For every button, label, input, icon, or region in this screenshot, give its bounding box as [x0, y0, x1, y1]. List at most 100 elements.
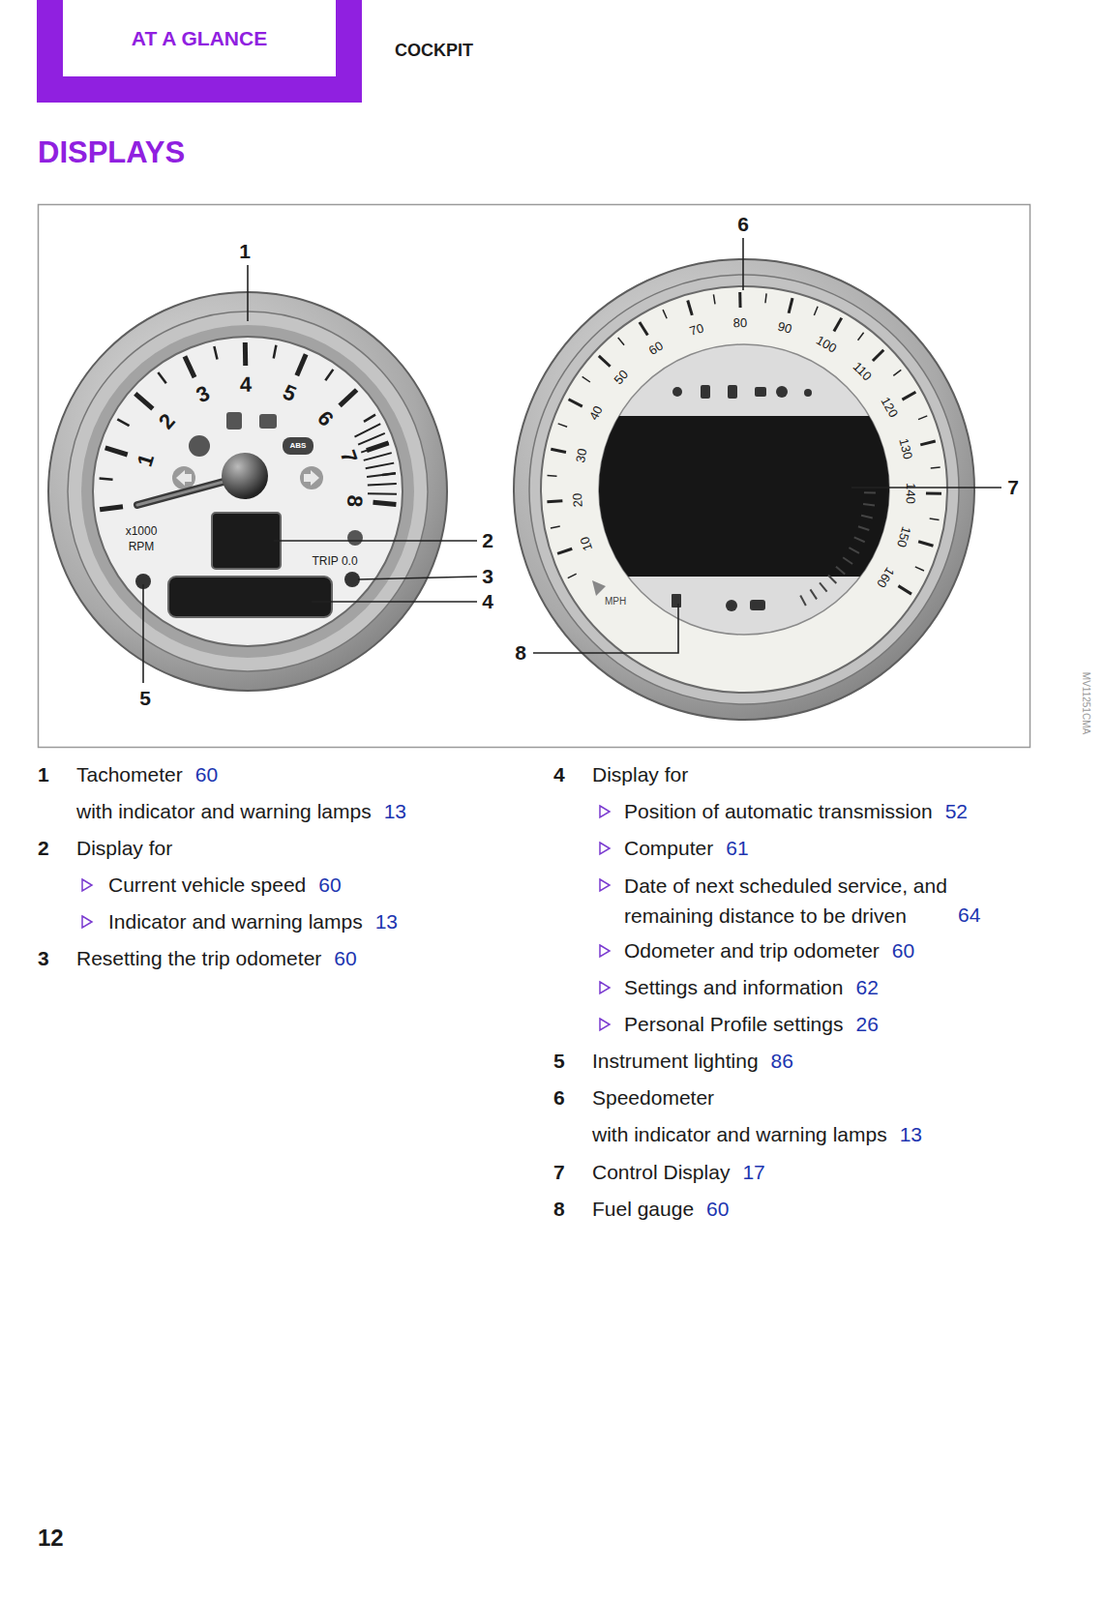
fuel-tick: [864, 491, 876, 494]
callout-number: 6: [737, 211, 749, 237]
fuel-tick: [861, 515, 873, 519]
redline-tick: [363, 452, 392, 461]
page-title: DISPLAYS: [37, 134, 185, 171]
speed-tick: [929, 518, 940, 521]
page-ref: 13: [384, 799, 407, 824]
redline-tick: [367, 492, 397, 496]
page-ref: 13: [899, 1122, 923, 1147]
speed-tick: [925, 491, 942, 495]
header-tab-box: AT A GLANCE: [62, 0, 336, 77]
header-tab: [36, 0, 362, 103]
redline-tick: [366, 473, 396, 478]
callout-number: 7: [1007, 475, 1019, 500]
speed-tick: [765, 293, 767, 303]
speed-tick: [558, 423, 568, 427]
speed-tick: [813, 306, 818, 316]
fuel-tick: [842, 557, 853, 565]
fuel-tick: [854, 537, 866, 542]
fuel-tick: [848, 547, 859, 554]
item-text: Tachometer: [76, 762, 183, 787]
fuel-tick: [828, 574, 837, 584]
tach-tick: [99, 507, 123, 510]
item-text: Indicator and warning lamps: [108, 909, 363, 934]
item-text: Control Display: [592, 1160, 730, 1185]
item-text: Personal Profile settings: [624, 1012, 843, 1037]
item-text: Display for: [76, 836, 173, 861]
item-number: 7: [553, 1160, 566, 1185]
item-text: Display for: [592, 762, 688, 787]
section-tab-text: AT A GLANCE: [131, 27, 268, 51]
redline-tick: [365, 463, 394, 470]
redline-tick: [367, 483, 397, 486]
speed-scale-number: 20: [569, 492, 586, 508]
lamp-text: ABS: [290, 441, 307, 451]
speed-tick: [546, 501, 563, 503]
item-text: Resetting the trip odometer: [76, 946, 322, 971]
item-number: 5: [553, 1048, 566, 1074]
speed-tick: [550, 526, 561, 529]
page-ref: 61: [725, 836, 748, 861]
trip-button-label: TRIP 0.0: [311, 554, 358, 568]
callout-number: 2: [481, 528, 494, 553]
fuel-tick: [863, 504, 875, 506]
tach-tick: [373, 502, 397, 505]
page-number: 12: [37, 1524, 64, 1553]
item-text: Fuel gauge: [592, 1196, 694, 1222]
tach-tick: [363, 415, 376, 422]
tach-tick: [184, 356, 195, 378]
page-ref: 60: [318, 872, 341, 897]
tach-tick: [242, 342, 248, 366]
page-ref: 52: [945, 799, 968, 824]
tach-scale-number: 4: [239, 372, 253, 399]
speed-tick: [687, 300, 693, 316]
speed-tick: [930, 467, 941, 469]
speed-tick: [858, 332, 865, 341]
page-ref: 62: [855, 975, 878, 1000]
speed-tick: [582, 376, 591, 383]
speed-tick: [788, 298, 793, 314]
speed-tick: [639, 322, 648, 336]
callout-number: 8: [514, 640, 527, 665]
tach-unit: RPM: [128, 539, 155, 554]
speed-tick: [550, 448, 567, 452]
page-ref: 13: [375, 909, 398, 934]
speed-tick: [568, 399, 583, 407]
redline-tick: [354, 423, 381, 438]
speed-tick: [918, 416, 927, 420]
page-ref: 64: [957, 902, 981, 927]
page-ref: 17: [742, 1160, 765, 1185]
tach-scale-number: 8: [340, 493, 367, 508]
speed-tick: [872, 350, 884, 361]
item-text: Speedometer: [592, 1085, 715, 1110]
fuel-tick: [858, 526, 869, 531]
item-text: Position of automatic transmission: [624, 799, 933, 824]
speed-tick: [598, 356, 611, 367]
fuel-tick: [836, 567, 845, 575]
tachometer: [48, 292, 448, 691]
tach-tick: [117, 418, 129, 426]
speed-scale-number: 30: [572, 447, 591, 464]
tach-tick: [99, 478, 114, 480]
speed-tick: [920, 441, 936, 446]
speed-tick: [547, 475, 558, 478]
tach-tick: [213, 346, 217, 360]
page-ref: 60: [333, 946, 357, 971]
tach-unit: x1000: [125, 524, 158, 538]
tach-tick: [339, 389, 358, 406]
callout-number: 5: [139, 686, 151, 711]
item-text: with indicator and warning lamps: [592, 1122, 888, 1147]
fuel-tick: [819, 582, 828, 592]
fuel-tick: [800, 595, 807, 606]
item-number: 6: [553, 1085, 566, 1110]
speed-scale-number: 140: [902, 482, 919, 505]
page-ref: 60: [706, 1196, 729, 1222]
item-text: Settings and information: [624, 975, 843, 1000]
tach-tick: [135, 393, 153, 410]
speed-tick: [918, 541, 933, 547]
redline-tick: [358, 433, 386, 446]
tach-tick: [157, 372, 166, 384]
item-number: 8: [553, 1196, 566, 1222]
speed-tick: [738, 292, 742, 308]
page-ref: 26: [855, 1012, 878, 1037]
figure-frame: [38, 205, 1031, 748]
